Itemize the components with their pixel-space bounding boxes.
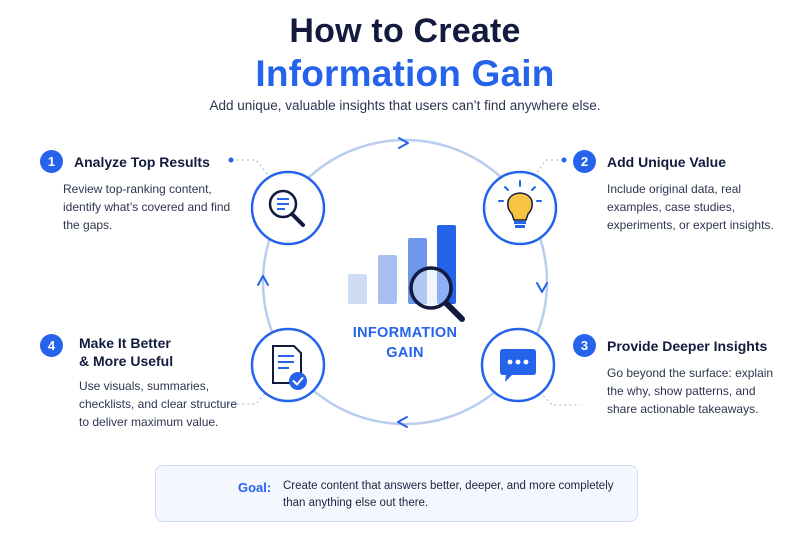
step-description: Include original data, real examples, ca…	[607, 182, 774, 232]
arrow-left-icon	[257, 275, 269, 286]
page-title-line2: Information Gain	[255, 53, 555, 94]
step-number-badge: 2	[573, 150, 596, 173]
step-title: Add Unique Value	[607, 153, 727, 170]
step-number-badge: 1	[40, 150, 63, 173]
step-make-it-better: 4 Make It Better & More Useful Use visua…	[40, 334, 240, 431]
arrow-bottom-icon	[397, 416, 408, 428]
goal-label: Goal:	[238, 480, 272, 495]
step-description: Go beyond the surface: explain the why, …	[607, 366, 774, 416]
document-check-icon	[250, 327, 326, 403]
step-description: Review top-ranking content, identify wha…	[63, 182, 231, 232]
step-title-line2: & More Useful	[79, 353, 174, 369]
center-label-line1: INFORMATION	[352, 325, 458, 341]
connector-step3	[539, 391, 580, 406]
lightbulb-icon	[482, 170, 558, 246]
chat-bubble-icon	[480, 327, 556, 403]
connector-step1	[228, 157, 269, 176]
arrow-top-icon	[398, 137, 409, 149]
step-number-badge: 4	[40, 334, 63, 357]
step-title: Analyze Top Results	[74, 153, 210, 170]
step-title: Make It Better & More Useful	[79, 334, 173, 370]
arrow-right-icon	[536, 282, 548, 293]
step-analyze-top-results: 1 Analyze Top Results Review top-ranking…	[40, 150, 240, 234]
step-add-unique-value: 2 Add Unique Value Include original data…	[573, 150, 788, 234]
connector-step2	[535, 157, 567, 175]
goal-box: Goal: Create content that answers better…	[155, 465, 638, 522]
magnifier-document-icon	[250, 170, 326, 246]
goal-text: Create content that answers better, deep…	[283, 480, 614, 509]
step-description: Use visuals, summaries, checklists, and …	[79, 379, 238, 429]
step-provide-deeper-insights: 3 Provide Deeper Insights Go beyond the …	[573, 334, 798, 418]
center-label: INFORMATION GAIN	[300, 323, 510, 363]
center-magnifier-icon	[409, 266, 465, 322]
step-number-badge: 3	[573, 334, 596, 357]
page-subtitle: Add unique, valuable insights that users…	[209, 98, 601, 113]
center-label-line2: GAIN	[386, 345, 424, 361]
step-title-line1: Make It Better	[79, 335, 171, 351]
page-title-line1: How to Create	[289, 12, 521, 50]
step-title: Provide Deeper Insights	[607, 337, 768, 354]
connector-step4	[224, 389, 269, 405]
